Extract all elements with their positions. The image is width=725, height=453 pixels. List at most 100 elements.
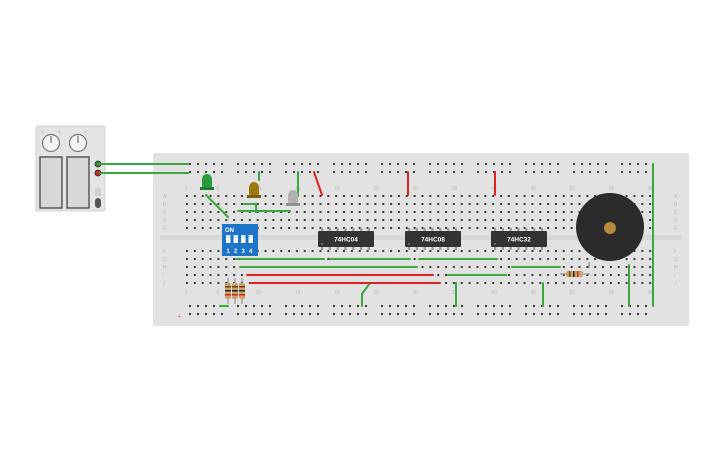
chip-pin — [509, 228, 512, 231]
chip-74hc04[interactable]: 74HC04 — [318, 228, 374, 250]
column-label-bottom: 30 — [413, 290, 419, 296]
dip-on-label: ON — [225, 228, 234, 234]
dip-toggle-knob — [248, 235, 253, 239]
row-label-right: H — [674, 265, 678, 271]
led-yellow[interactable] — [247, 182, 261, 198]
chip-pin — [501, 247, 504, 250]
column-label-bottom: 45 — [530, 290, 536, 296]
chip-notch — [321, 243, 323, 245]
column-label-bottom: 1 — [185, 290, 188, 296]
chip-pin — [494, 228, 497, 231]
column-label-bottom: 10 — [256, 290, 262, 296]
chip-pin — [360, 247, 363, 250]
chip-pin — [431, 228, 434, 231]
row-label-right: F — [674, 249, 677, 255]
chip-74hc08[interactable]: 74HC08 — [405, 228, 461, 250]
dip-toggle[interactable] — [248, 235, 254, 243]
row-label-left: F — [163, 249, 166, 255]
chip-body — [491, 231, 547, 247]
column-label-top: 30 — [413, 186, 419, 192]
dip-toggle-knob — [233, 235, 238, 239]
chip-notch — [408, 243, 410, 245]
chip-notch — [494, 243, 496, 245]
chip-body — [405, 231, 461, 247]
column-label-bottom: 50 — [570, 290, 576, 296]
led-gray[interactable] — [286, 190, 300, 206]
chip-pin — [533, 247, 536, 250]
row-label-right: D — [674, 218, 678, 224]
column-label-top: 55 — [609, 186, 615, 192]
resistor-band — [239, 294, 245, 296]
chip-pin — [439, 228, 442, 231]
resistor-band — [232, 286, 238, 288]
row-label-left: H — [163, 265, 167, 271]
psu-display-right — [66, 156, 90, 209]
resistor-band — [239, 290, 245, 292]
column-label-bottom: 35 — [452, 290, 458, 296]
chip-pin — [501, 228, 504, 231]
chip-pin — [525, 247, 528, 250]
column-label-top: 5 — [216, 186, 219, 192]
wires-red — [246, 171, 496, 284]
column-label-top: 60 — [648, 186, 654, 192]
chip-label: 74HC04 — [334, 237, 358, 244]
wire-led-yellow[interactable] — [243, 203, 257, 213]
row-label-right: A — [674, 194, 678, 200]
dip-toggle-knob — [241, 235, 246, 239]
wire-to-rail-1[interactable] — [361, 282, 371, 307]
row-label-left: A — [163, 194, 167, 200]
rail-plus-label: + — [178, 314, 181, 320]
row-label-left: B — [163, 202, 167, 208]
logic-chips: 74HC04 74HC08 74HC32 — [318, 228, 547, 250]
column-label-top: 50 — [570, 186, 576, 192]
resistor-single[interactable] — [560, 271, 590, 277]
chip-pin — [344, 228, 347, 231]
chip-pin — [367, 228, 370, 231]
power-supply[interactable]: V A V — [35, 125, 106, 212]
column-label-bottom: 15 — [295, 290, 301, 296]
column-label-top: 1 — [185, 186, 188, 192]
chip-pin — [367, 247, 370, 250]
dip-toggle[interactable] — [233, 235, 239, 243]
column-label-bottom: 20 — [334, 290, 340, 296]
dip-position-label: 2 — [234, 249, 238, 255]
dip-position-label: 1 — [227, 249, 231, 255]
buzzer[interactable] — [576, 193, 644, 268]
chip-pin — [336, 228, 339, 231]
psu-label-left: V — [41, 129, 44, 134]
chip-pin — [344, 247, 347, 250]
chip-pin — [540, 247, 543, 250]
resistor-band — [239, 286, 245, 288]
chip-pin — [352, 228, 355, 231]
chip-pin — [447, 247, 450, 250]
wires-green — [99, 163, 654, 307]
resistor-array[interactable] — [225, 278, 245, 304]
chip-label: 74HC08 — [421, 237, 445, 244]
wire-led-green[interactable] — [205, 194, 229, 218]
psu-power-switch[interactable] — [95, 198, 101, 208]
wire-red-vcc-1[interactable] — [313, 171, 323, 196]
resistor-band — [225, 286, 231, 288]
chip-pin — [360, 228, 363, 231]
psu-label-mid: A — [58, 129, 61, 134]
dip-position-label: 3 — [242, 249, 246, 255]
chip-label: 74HC32 — [507, 237, 531, 244]
column-label-bottom: 60 — [648, 290, 654, 296]
chip-pin — [408, 228, 411, 231]
resistor-band — [232, 294, 238, 296]
chip-pin — [533, 228, 536, 231]
column-label-bottom: 25 — [373, 290, 379, 296]
chip-pin — [352, 247, 355, 250]
row-label-left: D — [163, 218, 167, 224]
chip-74hc32[interactable]: 74HC32 — [491, 228, 547, 250]
led-green[interactable] — [200, 174, 214, 190]
dip-toggle[interactable] — [226, 235, 231, 243]
column-label-top: 35 — [452, 186, 458, 192]
dip-toggle[interactable] — [241, 235, 246, 243]
chip-pin — [517, 247, 520, 250]
psu-switch-label — [95, 188, 101, 196]
row-label-right: I — [674, 273, 675, 279]
chip-pin — [321, 228, 324, 231]
psu-display-left — [39, 156, 63, 209]
